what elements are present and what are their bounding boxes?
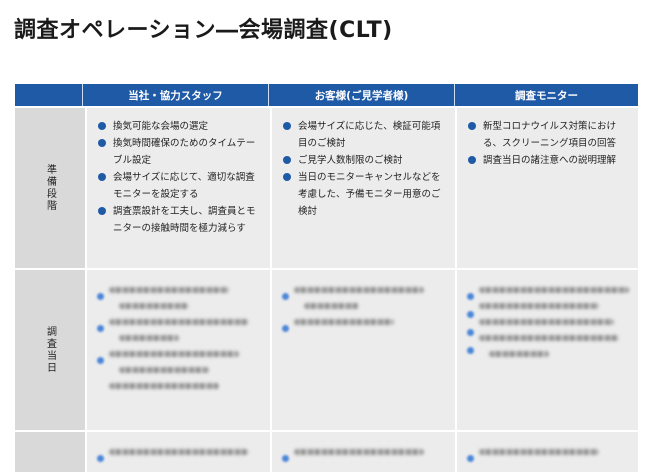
bullet-icon [282,455,289,462]
list-item: 換気時間確保のためのタイムテーブル設定 [97,135,262,169]
blurred-content [282,449,447,462]
row-label-survey-day: 調査当日 [15,270,85,430]
cell-blurred [457,432,638,472]
cell-blurred [272,432,455,472]
page-title: 調査オペレーション―会場調査(CLT) [14,18,393,43]
cell-monitor-preparation: 新型コロナウイルス対策における、スクリーニング項目の回答 調査当日の諸注意への説… [457,108,638,268]
row-label-blank [15,432,85,472]
bullet-icon [467,311,474,318]
list-item: 会場サイズに応じて、適切な調査モニターを設定する [97,169,262,203]
list-item: 換気可能な会場の選定 [97,118,262,135]
bullet-icon [467,329,474,336]
bullet-icon [282,293,289,300]
blurred-content [97,287,262,389]
list-item: 当日のモニターキャンセルなどを考慮した、予備モニター用意のご検討 [282,169,447,220]
bullet-icon [97,293,104,300]
blurred-content [97,449,262,462]
cell-blurred [87,432,270,472]
list-item: 新型コロナウイルス対策における、スクリーニング項目の回答 [467,118,630,152]
bullet-icon [467,293,474,300]
cell-staff-preparation: 換気可能な会場の選定 換気時間確保のためのタイムテーブル設定 会場サイズに応じて… [87,108,270,268]
column-header-staff: 当社・協力スタッフ [82,84,268,106]
list-item: 調査当日の諸注意への説明理解 [467,152,630,169]
column-header-monitor: 調査モニター [454,84,638,106]
header-corner [15,84,82,106]
table-row: 調査当日 [15,270,638,430]
cell-monitor-survey-day-blurred [457,270,638,430]
table-row: 準備段階 換気可能な会場の選定 換気時間確保のためのタイムテーブル設定 会場サイ… [15,108,638,268]
cell-staff-survey-day-blurred [87,270,270,430]
blurred-content [467,449,630,462]
bullet-icon [97,455,104,462]
bullet-icon [467,455,474,462]
row-label-text: 調査当日 [44,326,56,374]
table-header: 当社・協力スタッフ お客様(ご見学者様) 調査モニター [15,84,638,106]
table-row [15,432,638,472]
list-item: 調査票設計を工夫し、調査員とモニターの接触時間を極力減らす [97,203,262,237]
operations-table: 当社・協力スタッフ お客様(ご見学者様) 調査モニター 準備段階 換気可能な会場… [15,84,638,472]
cell-client-preparation: 会場サイズに応じた、検証可能項目のご検討 ご見学人数制限のご検討 当日のモニター… [272,108,455,268]
column-header-client: お客様(ご見学者様) [268,84,454,106]
bullet-icon [97,357,104,364]
bullet-icon [282,325,289,332]
list-item: 会場サイズに応じた、検証可能項目のご検討 [282,118,447,152]
list-item: ご見学人数制限のご検討 [282,152,447,169]
bullet-icon [467,347,474,354]
bullet-icon [97,325,104,332]
blurred-content [467,287,630,357]
cell-client-survey-day-blurred [272,270,455,430]
blurred-content [282,287,447,332]
row-label-text: 準備段階 [44,164,56,212]
row-label-preparation: 準備段階 [15,108,85,268]
